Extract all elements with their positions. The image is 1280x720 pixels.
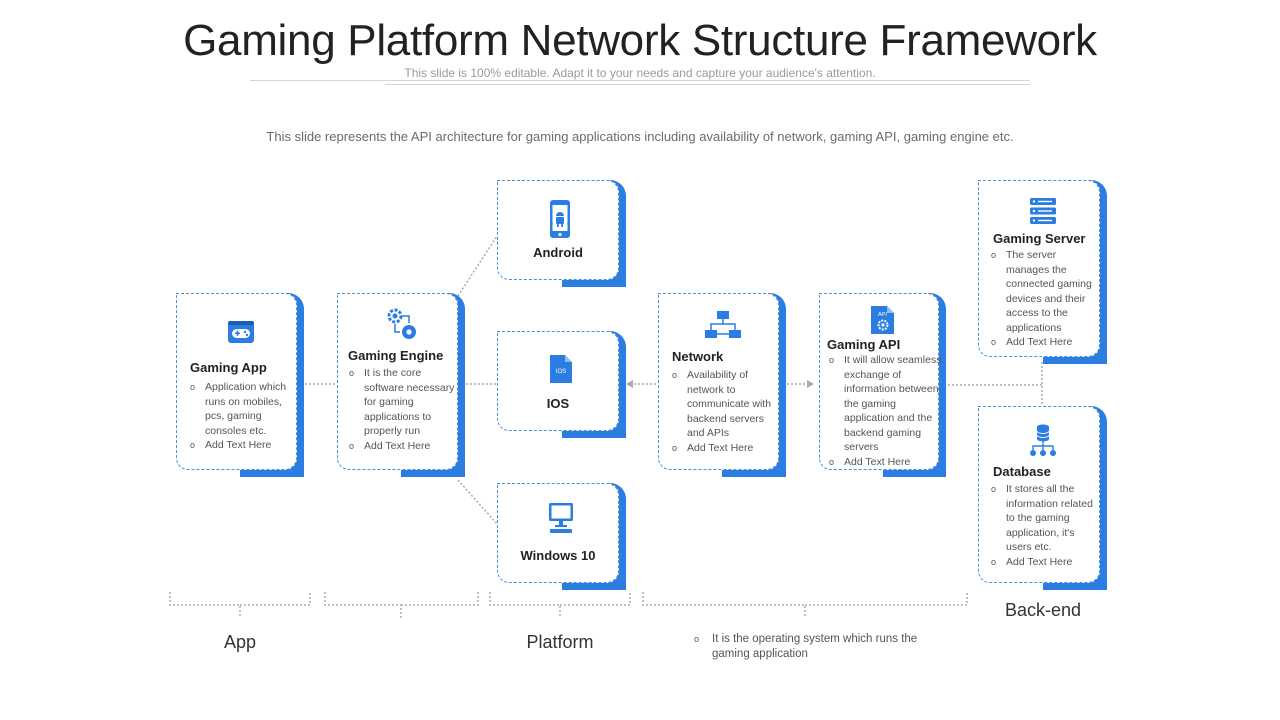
card-body: Windows 10 xyxy=(497,483,619,583)
svg-text:API: API xyxy=(878,312,887,318)
svg-text:IOS: IOS xyxy=(556,369,566,375)
server-icon xyxy=(1030,198,1056,224)
bullet-item: Add Text Here xyxy=(669,441,781,456)
card-body: Network Availability of network to commu… xyxy=(658,293,779,470)
slide-description: This slide represents the API architectu… xyxy=(266,129,1014,144)
card-network: Network Availability of network to commu… xyxy=(658,293,786,477)
card-bullets: It stores all the information related to… xyxy=(988,482,1102,569)
bullet-item: Add Text Here xyxy=(988,555,1102,570)
card-bullets: It will allow seamless exchange of infor… xyxy=(826,353,943,469)
connector-engine-windows xyxy=(457,479,498,525)
group-label-platform: Platform xyxy=(526,632,594,652)
arrowhead-right xyxy=(807,380,814,388)
group-label-backend: Back-end xyxy=(1004,600,1082,620)
slide-subtitle: This slide is 100% editable. Adapt it to… xyxy=(404,66,876,80)
card-bullets: The server manages the connected gaming … xyxy=(988,248,1100,350)
api-file-icon: API xyxy=(871,306,894,334)
card-database: Database It stores all the information r… xyxy=(978,406,1107,590)
card-body: Database It stores all the information r… xyxy=(978,406,1100,583)
card-ios: IOS IOS xyxy=(497,331,626,438)
card-body: Gaming App Application which runs on mob… xyxy=(176,293,297,470)
card-gaming-engine: Gaming Engine It is the core software ne… xyxy=(337,293,465,477)
brace-app xyxy=(169,592,311,618)
bullet-item: Add Text Here xyxy=(346,439,458,454)
brace-platform xyxy=(489,592,631,618)
arrowhead-left xyxy=(626,380,633,388)
platform-note: It is the operating system which runs th… xyxy=(692,632,932,661)
card-body: Android xyxy=(497,180,619,280)
bullet-item: Availability of network to communicate w… xyxy=(669,368,781,441)
android-phone-icon xyxy=(550,200,570,238)
card-title: Android xyxy=(533,245,583,260)
card-title: Windows 10 xyxy=(520,548,596,563)
database-icon xyxy=(1030,424,1056,456)
card-windows: Windows 10 xyxy=(497,483,626,590)
card-body: Gaming Engine It is the core software ne… xyxy=(337,293,458,470)
card-bullets: Availability of network to communicate w… xyxy=(669,368,781,455)
card-body: IOS IOS xyxy=(497,331,619,431)
bullet-item: It stores all the information related to… xyxy=(988,482,1102,555)
card-title: Gaming App xyxy=(190,360,267,375)
card-body: API Gaming API It will allow seamless ex… xyxy=(819,293,941,470)
card-bullets: It is the core software necessary for ga… xyxy=(346,366,458,453)
title-divider-secondary xyxy=(385,84,1030,85)
gears-icon xyxy=(387,308,416,339)
group-label-app: App xyxy=(223,632,257,652)
bullet-item: The server manages the connected gaming … xyxy=(988,248,1100,335)
card-gaming-server: Gaming Server The server manages the con… xyxy=(978,180,1107,364)
card-body: Gaming Server The server manages the con… xyxy=(978,180,1100,357)
card-title: Database xyxy=(993,464,1051,479)
card-title: Gaming Engine xyxy=(348,348,444,363)
network-icon xyxy=(705,311,741,338)
card-bullets: Application which runs on mobiles, pcs, … xyxy=(187,380,297,453)
bullet-item: Application which runs on mobiles, pcs, … xyxy=(187,380,297,438)
card-title: Gaming Server xyxy=(993,231,1086,246)
card-android: Android xyxy=(497,180,626,287)
brace-engine xyxy=(324,592,479,618)
brace-network-api xyxy=(642,592,968,618)
card-gaming-app: Gaming App Application which runs on mob… xyxy=(176,293,304,477)
connector-engine-android xyxy=(457,235,498,297)
bullet-item: Add Text Here xyxy=(826,455,943,470)
title-divider xyxy=(250,80,1030,81)
bullet-item: Add Text Here xyxy=(988,335,1100,350)
ios-file-icon: IOS xyxy=(550,355,572,383)
gamepad-icon xyxy=(228,321,254,343)
card-title: IOS xyxy=(546,396,570,411)
bullet-item: It will allow seamless exchange of infor… xyxy=(826,353,943,455)
slide-title: Gaming Platform Network Structure Framew… xyxy=(183,16,1097,65)
card-title: Network xyxy=(672,349,724,364)
card-gaming-api: API Gaming API It will allow seamless ex… xyxy=(819,293,946,477)
bullet-item: Add Text Here xyxy=(187,438,297,453)
card-title: Gaming API xyxy=(827,337,901,352)
monitor-icon xyxy=(549,503,573,533)
bullet-item: It is the core software necessary for ga… xyxy=(346,366,458,439)
